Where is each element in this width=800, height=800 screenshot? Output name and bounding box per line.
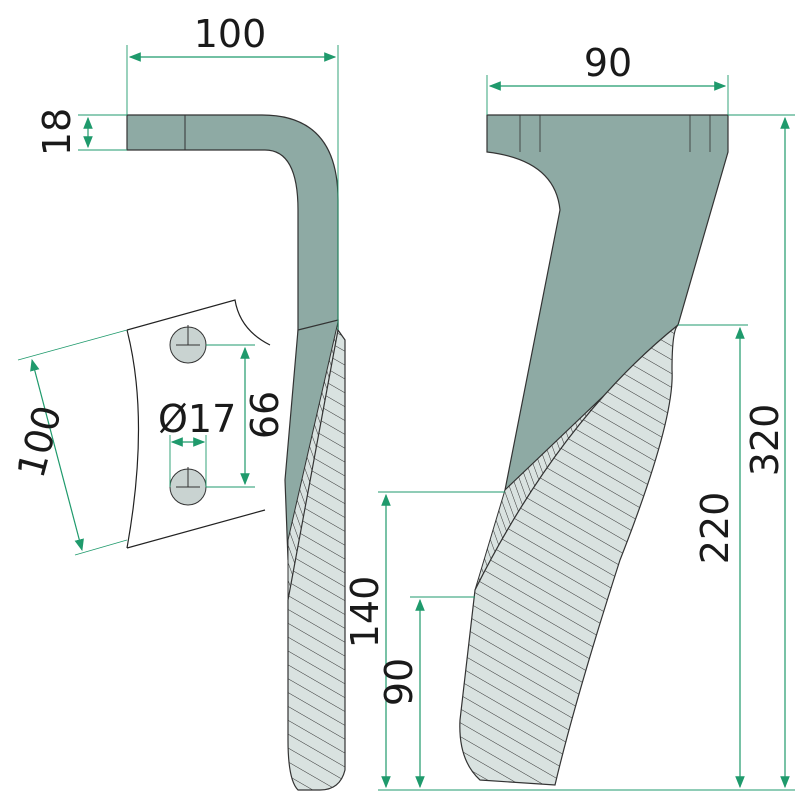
- side-flange-and-shank: [126, 114, 339, 346]
- hatch-height-label: 140: [343, 576, 387, 649]
- total-height-label: 320: [743, 404, 787, 477]
- width-side-label: 100: [194, 12, 267, 56]
- hole-diameter-label: Ø17: [158, 397, 236, 441]
- dimension-lines: 100 18 90 320 220 140 90: [35, 12, 795, 791]
- blade-height-label: 220: [693, 492, 737, 565]
- hole-detail: Ø17 66 100: [9, 299, 287, 556]
- lower-height-label: 90: [377, 658, 421, 706]
- side-view: [126, 114, 346, 791]
- width-front-label: 90: [584, 41, 632, 85]
- hole-spacing-label: 66: [243, 391, 287, 439]
- front-view: [459, 114, 729, 786]
- front-blade: [459, 324, 679, 786]
- side-blade: [287, 328, 346, 791]
- flange-thickness-label: 18: [35, 108, 79, 156]
